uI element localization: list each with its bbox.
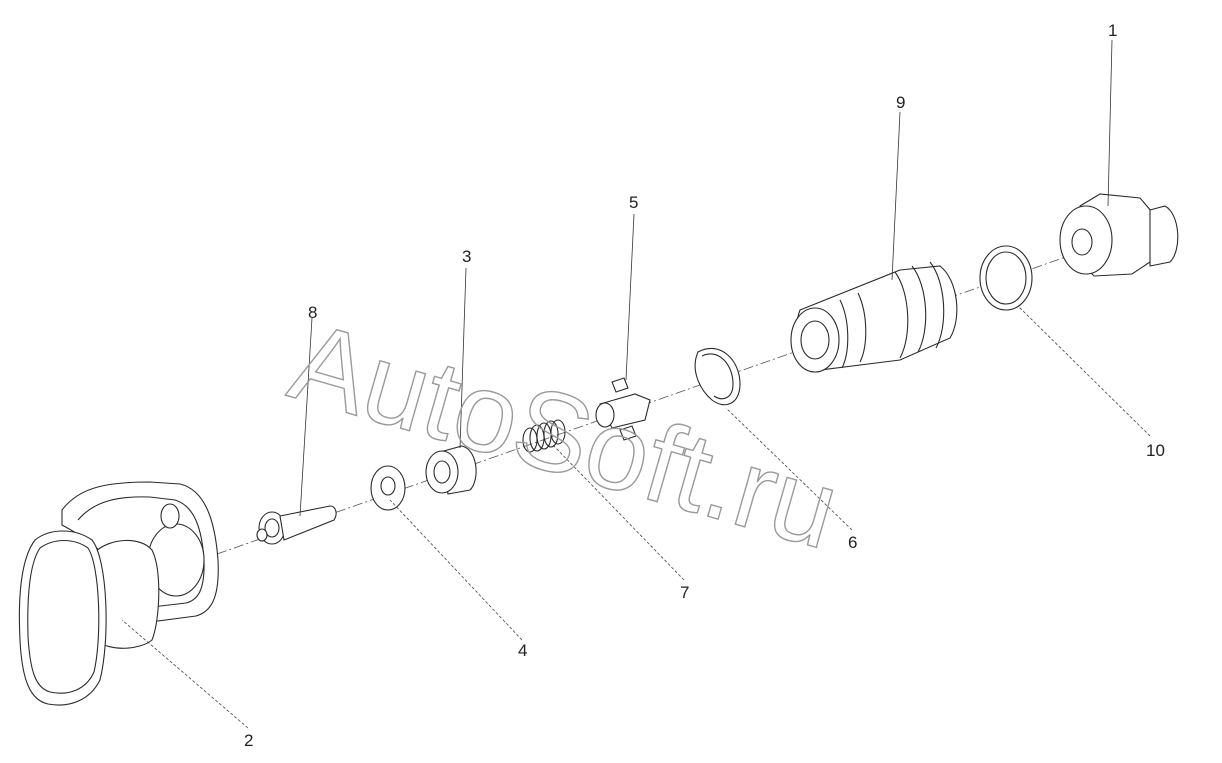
- part-6-snap-ring: [694, 347, 741, 406]
- leader-8: [299, 317, 313, 517]
- callout-3: 3: [462, 247, 471, 266]
- callout-5: 5: [629, 193, 638, 212]
- part-3-bushing: [425, 445, 477, 495]
- part-9-coupling-body: [790, 261, 958, 373]
- part-5-valve-insert: [595, 377, 651, 441]
- part-4-washer: [370, 465, 406, 511]
- leader-3: [459, 267, 467, 449]
- leader-lines: [121, 39, 1151, 729]
- callout-1: 1: [1108, 21, 1117, 40]
- part-1-hex-fitting: [1059, 193, 1179, 277]
- callout-7: 7: [680, 583, 689, 602]
- part-10-retaining-ring: [979, 245, 1033, 311]
- leader-7: [551, 443, 685, 581]
- callout-10: 10: [1146, 441, 1165, 460]
- callout-9: 9: [896, 93, 905, 112]
- part-8-valve-pin: [256, 505, 337, 545]
- watermark-text: AutoSoft.ru: [278, 298, 851, 573]
- part-2-dust-cap: [18, 481, 219, 706]
- callout-2: 2: [244, 731, 253, 750]
- part-7-spring: [522, 419, 566, 453]
- leader-9: [891, 111, 901, 281]
- leader-10: [1017, 305, 1151, 437]
- leader-2: [121, 619, 249, 729]
- leader-6: [725, 407, 853, 531]
- callout-labels: 1 2 3 4 5 6 7 8 9 10: [244, 21, 1165, 750]
- leader-4: [389, 499, 523, 641]
- callout-4: 4: [518, 641, 527, 660]
- callout-8: 8: [308, 303, 317, 322]
- callout-6: 6: [848, 533, 857, 552]
- leader-1: [1107, 39, 1113, 207]
- leader-5: [625, 213, 635, 381]
